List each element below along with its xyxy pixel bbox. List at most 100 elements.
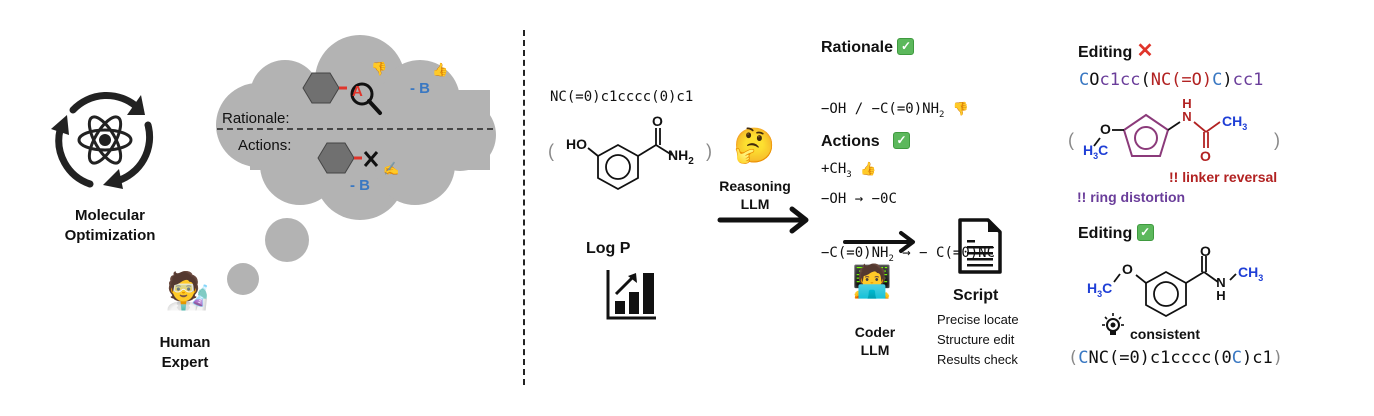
molecular-optimization-label: Molecular Optimization [40, 206, 180, 246]
panel-divider [523, 30, 525, 385]
subscript: 2 [888, 253, 894, 264]
editing-fail-title: Editing ✕ [1078, 38, 1153, 63]
title-text: Actions [821, 133, 880, 150]
lightbulb-icon [1102, 313, 1124, 335]
cloud-actions-label: Actions: [238, 137, 292, 154]
thumbs-down-icon: 👎 [952, 102, 970, 117]
thought-cloud [216, 35, 496, 295]
editing-pass-smiles: (CNC(=0)c1cccc(0C)c1) [1068, 348, 1283, 368]
label-line: Coder [854, 324, 896, 340]
rationale-line: +CH3 👍 [821, 160, 969, 184]
distorted-molecule [1093, 113, 1221, 157]
linker-reversal-note: !! linker reversal [1169, 169, 1278, 185]
open-paren: ( [548, 141, 554, 161]
label-line: Optimization [64, 227, 156, 244]
group-b-actions: - B [350, 177, 370, 194]
check-icon: ✓ [1136, 224, 1154, 241]
smiles-segment: ( [1140, 70, 1151, 90]
title-text: Rationale [821, 39, 894, 56]
check-icon: ✓ [897, 38, 915, 55]
smiles-segment: ) [1272, 348, 1284, 368]
smiles-segment: NC(=0)c1cccc(0 [1088, 348, 1232, 368]
n: N [1182, 109, 1192, 124]
editing-pass-title: Editing ✓ [1078, 224, 1154, 243]
methyl-label: CH3 [1222, 113, 1247, 132]
to: − C(=0)NC [919, 245, 996, 261]
cross-icon: ✕ [1136, 40, 1154, 62]
reasoning-arrow [717, 206, 809, 234]
label-line: Reasoning [719, 178, 791, 194]
script-step: Results check [937, 352, 1018, 367]
h: H [1182, 96, 1192, 111]
title-text: Editing [1078, 44, 1133, 61]
close-paren: ) [706, 141, 712, 161]
subscript: 3 [1242, 121, 1248, 132]
thought-bubble-large [265, 218, 309, 262]
rationale-title: Rationale ✓ [821, 38, 915, 57]
correct-molecule [1113, 256, 1237, 318]
ether-o-label: O [1100, 121, 1111, 137]
ch: CH [1238, 264, 1259, 280]
thumbs-down-icon: 👎 [371, 61, 388, 76]
group-b-label: B [419, 80, 431, 97]
input-smiles: NC(=0)c1cccc(0)c1 [550, 89, 694, 105]
from: −C(=0)NH [821, 245, 889, 261]
n: N [1216, 275, 1226, 290]
title-text: Editing [1078, 225, 1133, 242]
label-line: Human [159, 334, 211, 351]
smiles-segment: O [1089, 70, 1100, 90]
label-line: LLM [860, 342, 890, 358]
rationale-line: −OH / −C(=0)NH2 👎 [821, 100, 969, 124]
label-line: Molecular [74, 207, 146, 224]
methoxy-label: H3C [1083, 142, 1108, 161]
from: −OH [821, 191, 847, 207]
document-icon [958, 218, 1002, 274]
input-molecule [587, 128, 673, 191]
line-text: +CH [821, 160, 847, 177]
smiles-segment: ) [1222, 70, 1233, 90]
action-line: −C(=0)NH2 → − C(=0)NC [821, 244, 995, 268]
amide-nh-label: H N [1180, 97, 1194, 123]
editing-fail-smiles: COc1cc(NC(=O)C)cc1 [1079, 70, 1263, 90]
smiles-segment: C [1231, 348, 1243, 368]
script-title: Script [953, 287, 999, 304]
ring-distortion-note: !! ring distortion [1077, 189, 1186, 205]
amide-nh-label: N H [1214, 276, 1228, 302]
bar-chart-growth-icon [606, 270, 656, 320]
group-a-label: A [352, 83, 363, 100]
amine-label: NH2 [668, 147, 694, 167]
arrow-icon: → [902, 245, 911, 261]
thumbs-up-icon: 👍 [860, 161, 877, 177]
methyl-label: CH3 [1238, 264, 1263, 283]
action-lines: −OH → −0C −C(=0)NH2 → − C(=0)NC [821, 154, 995, 286]
carbonyl-o-label: O [652, 113, 663, 129]
subscript: 2 [688, 155, 694, 167]
dash: - [350, 177, 355, 194]
h: H [1083, 142, 1094, 158]
group-b-label: B [359, 177, 371, 194]
h: H [1087, 280, 1098, 296]
ch: CH [1222, 113, 1243, 129]
group-b-rationale: - B [410, 80, 430, 97]
actions-title: Actions ✓ [821, 132, 911, 151]
molecular-optimization-icon [51, 91, 154, 189]
magnifier-icon [350, 82, 374, 106]
smiles-segment: c1cc [1099, 70, 1141, 90]
script-step: Structure edit [937, 332, 1015, 347]
arrow-icon: → [854, 191, 864, 207]
label-line: LLM [740, 196, 770, 212]
smiles-segment: C [1212, 70, 1223, 90]
smiles-segment: )c1 [1242, 348, 1273, 368]
thumbs-up-icon: 👍 [432, 62, 449, 77]
check-icon: ✓ [893, 132, 911, 149]
carbonyl-o-label: O [1200, 243, 1211, 259]
smiles-segment: cc1 [1232, 70, 1264, 90]
human-expert-label: Human Expert [130, 333, 240, 373]
technologist-icon: 🧑‍💻 [852, 262, 892, 300]
coder-llm-label: Coder LLM [835, 323, 915, 359]
open-paren: ( [1068, 130, 1074, 150]
script-step: Precise locate [937, 312, 1019, 327]
subscript: 2 [939, 109, 945, 120]
property-label: Log P [586, 240, 631, 257]
ether-o-label: O [1122, 261, 1133, 277]
